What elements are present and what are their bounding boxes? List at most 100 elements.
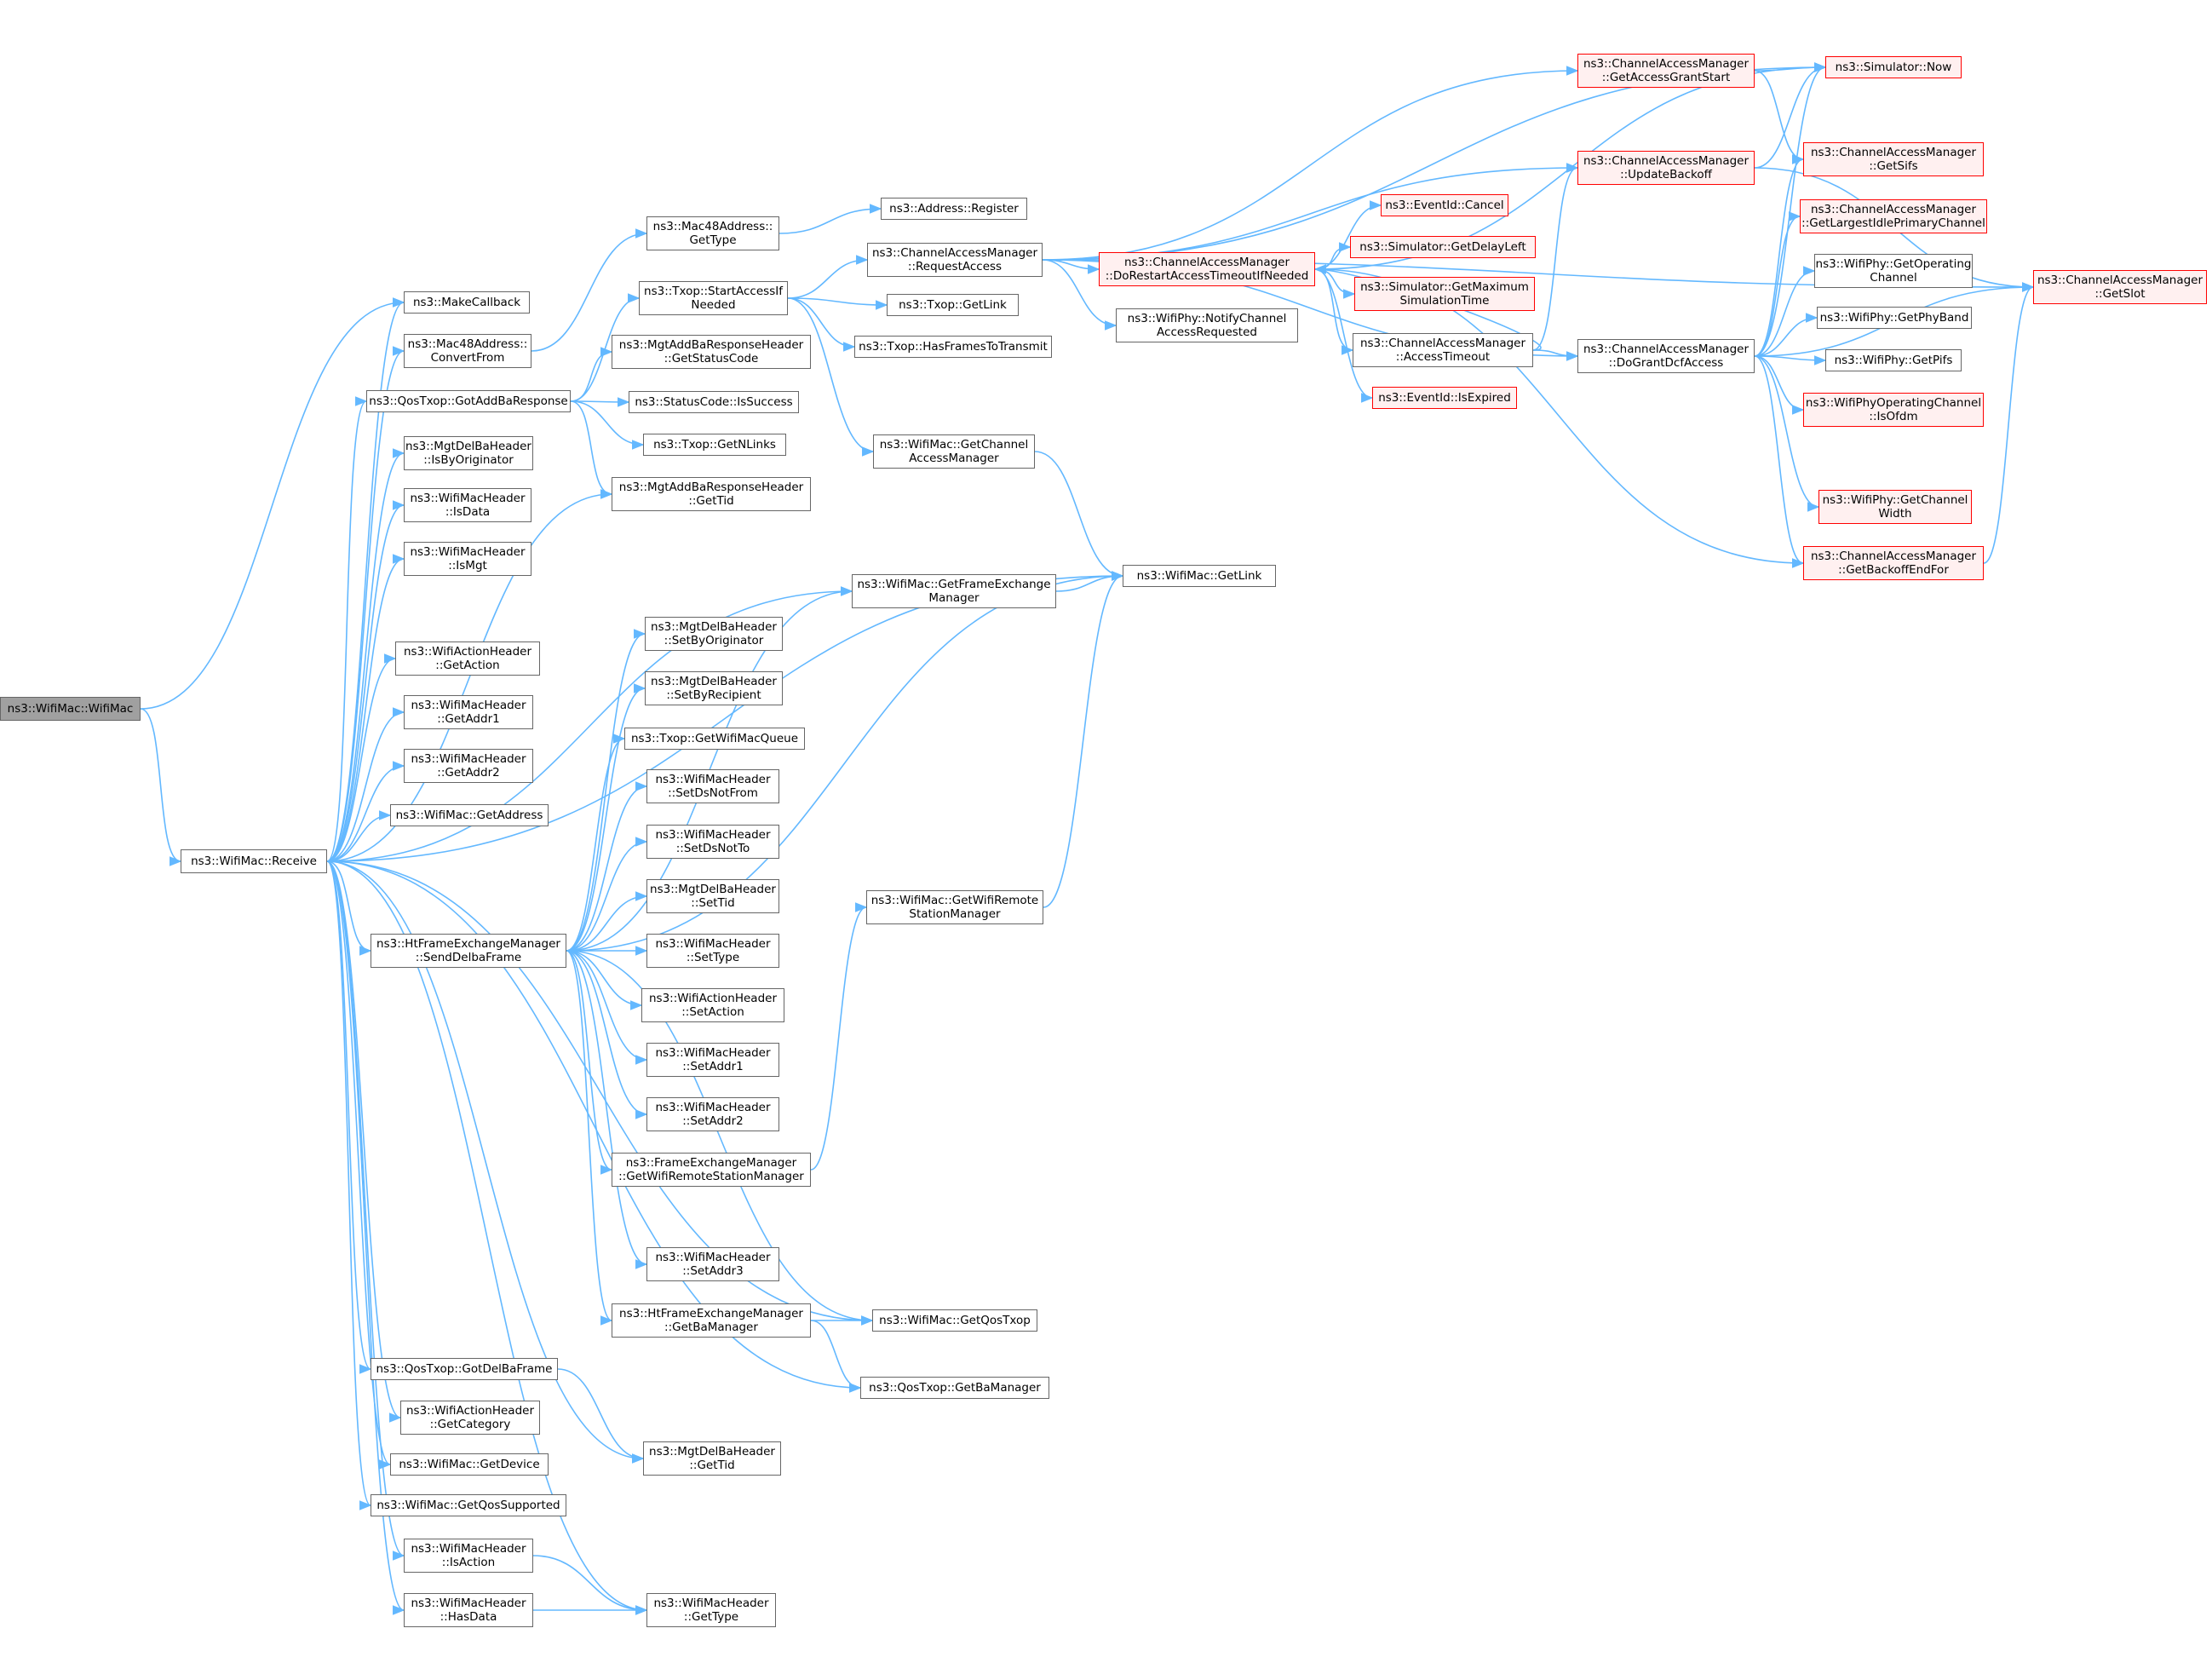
edge-gotaddba-to-addbagettid — [570, 400, 613, 499]
edge-receive-to-getfem — [326, 586, 853, 862]
node-setbyrecip[interactable]: ns3::MgtDelBaHeader ::SetByRecipient — [645, 671, 783, 705]
edge-root-to-makecallback — [140, 297, 405, 710]
node-getcam[interactable]: ns3::WifiMac::GetChannel AccessManager — [873, 434, 1035, 469]
node-setaddr2[interactable]: ns3::WifiMacHeader ::SetAddr2 — [646, 1097, 779, 1131]
edge-receive-to-machdrgettype — [326, 860, 648, 1615]
node-getqossupp[interactable]: ns3::WifiMac::GetQosSupported — [371, 1494, 566, 1516]
edge-dogrant-to-getsifs — [1754, 154, 1805, 357]
edge-receive-to-convertfrom — [326, 346, 405, 862]
node-setaddr3[interactable]: ns3::WifiMacHeader ::SetAddr3 — [646, 1247, 779, 1281]
node-getdelayleft[interactable]: ns3::Simulator::GetDelayLeft — [1350, 236, 1536, 258]
edge-senddelba-to-htgetbamgr — [566, 950, 613, 1326]
edge-receive-to-gotaddba — [326, 396, 368, 862]
node-getchanwidth[interactable]: ns3::WifiPhy::GetChannel Width — [1818, 490, 1972, 524]
node-getslot[interactable]: ns3::ChannelAccessManager ::GetSlot — [2033, 270, 2207, 304]
node-makecallback[interactable]: ns3::MakeCallback — [404, 291, 530, 314]
node-dorestart[interactable]: ns3::ChannelAccessManager ::DoRestartAcc… — [1099, 252, 1315, 286]
node-setaction[interactable]: ns3::WifiActionHeader ::SetAction — [641, 988, 784, 1022]
node-getaction[interactable]: ns3::WifiActionHeader ::GetAction — [395, 642, 540, 676]
node-gotaddba[interactable]: ns3::QosTxop::GotAddBaResponse — [366, 390, 571, 412]
edge-senddelba-to-setaction — [566, 950, 643, 1010]
edge-getbackoffend-to-getslot — [1983, 282, 2035, 564]
node-qosgetbamgr[interactable]: ns3::QosTxop::GetBaManager — [860, 1377, 1049, 1399]
node-isaction[interactable]: ns3::WifiMacHeader ::IsAction — [404, 1539, 533, 1573]
node-addrregister[interactable]: ns3::Address::Register — [881, 198, 1027, 220]
node-dogrant[interactable]: ns3::ChannelAccessManager ::DoGrantDcfAc… — [1577, 339, 1755, 373]
edge-receive-to-senddelba — [326, 860, 372, 956]
node-delbasettid[interactable]: ns3::MgtDelBaHeader ::SetTid — [646, 879, 779, 913]
node-getcategory[interactable]: ns3::WifiActionHeader ::GetCategory — [400, 1401, 540, 1435]
node-simnow[interactable]: ns3::Simulator::Now — [1825, 56, 1962, 78]
node-isdata[interactable]: ns3::WifiMacHeader ::IsData — [404, 488, 531, 522]
node-receive[interactable]: ns3::WifiMac::Receive — [181, 849, 327, 873]
node-senddelba[interactable]: ns3::HtFrameExchangeManager ::SendDelbaF… — [371, 934, 566, 968]
edge-receive-to-isbyorig — [326, 448, 405, 862]
node-setaddr1[interactable]: ns3::WifiMacHeader ::SetAddr1 — [646, 1043, 779, 1077]
edge-senddelba-to-getwifimacqueue — [566, 734, 626, 952]
node-delbagettid[interactable]: ns3::MgtDelBaHeader ::GetTid — [643, 1441, 781, 1476]
edge-receive-to-getdevice — [326, 860, 392, 1470]
node-getaddr1[interactable]: ns3::WifiMacHeader ::GetAddr1 — [404, 695, 533, 729]
node-getmaxsim[interactable]: ns3::Simulator::GetMaximum SimulationTim… — [1354, 277, 1535, 311]
node-notifychan[interactable]: ns3::WifiPhy::NotifyChannel AccessReques… — [1116, 308, 1298, 342]
node-hasdata[interactable]: ns3::WifiMacHeader ::HasData — [404, 1593, 533, 1627]
node-setdsnotto[interactable]: ns3::WifiMacHeader ::SetDsNotTo — [646, 825, 779, 859]
node-getphyband[interactable]: ns3::WifiPhy::GetPhyBand — [1817, 307, 1972, 329]
node-getnlinks[interactable]: ns3::Txop::GetNLinks — [643, 434, 786, 456]
node-getdevice[interactable]: ns3::WifiMac::GetDevice — [390, 1453, 549, 1476]
node-updatebackoff[interactable]: ns3::ChannelAccessManager ::UpdateBackof… — [1577, 151, 1755, 185]
node-getstatuscode[interactable]: ns3::MgtAddBaResponseHeader ::GetStatusC… — [612, 335, 811, 369]
edge-accesstimeout-to-dogrant — [1532, 349, 1579, 361]
edge-senddelba-to-setdsnotto — [566, 837, 648, 952]
node-getfem[interactable]: ns3::WifiMac::GetFrameExchange Manager — [852, 574, 1056, 608]
node-settype[interactable]: ns3::WifiMacHeader ::SetType — [646, 934, 779, 968]
edge-senddelba-to-setbyrecip — [566, 683, 646, 952]
node-getaddress[interactable]: ns3::WifiMac::GetAddress — [390, 804, 549, 826]
edge-receive-to-addbagettid — [326, 489, 613, 862]
edge-accesstimeout-to-updatebackoff — [1532, 163, 1579, 351]
node-gotdelba[interactable]: ns3::QosTxop::GotDelBaFrame — [371, 1358, 558, 1380]
node-accesstimeout[interactable]: ns3::ChannelAccessManager ::AccessTimeou… — [1353, 333, 1533, 367]
node-getsifs[interactable]: ns3::ChannelAccessManager ::GetSifs — [1803, 142, 1984, 176]
node-issuccess[interactable]: ns3::StatusCode::IsSuccess — [629, 391, 799, 413]
node-getaccessgrant[interactable]: ns3::ChannelAccessManager ::GetAccessGra… — [1577, 54, 1755, 88]
node-root[interactable]: ns3::WifiMac::WifiMac — [0, 697, 141, 721]
node-hasframes[interactable]: ns3::Txop::HasFramesToTransmit — [854, 336, 1052, 358]
edge-receive-to-getqostxop — [326, 860, 874, 1326]
node-isbyorig[interactable]: ns3::MgtDelBaHeader ::IsByOriginator — [404, 436, 533, 470]
edge-receive-to-getaction — [326, 653, 397, 862]
edge-dorestart-to-getmaxsim — [1314, 268, 1356, 299]
edge-dorestart-to-isexpired — [1314, 268, 1374, 403]
node-setdsnotfrom[interactable]: ns3::WifiMacHeader ::SetDsNotFrom — [646, 769, 779, 803]
node-getaddr2[interactable]: ns3::WifiMacHeader ::GetAddr2 — [404, 749, 533, 783]
edge-getcam-to-macgetlink — [1034, 451, 1124, 581]
node-fem-getrsm[interactable]: ns3::FrameExchangeManager ::GetWifiRemot… — [612, 1153, 811, 1187]
edge-requestaccess-to-getaccessgrant — [1042, 66, 1579, 261]
node-getbackoffend[interactable]: ns3::ChannelAccessManager ::GetBackoffEn… — [1803, 546, 1984, 580]
node-startaccess[interactable]: ns3::Txop::StartAccessIf Needed — [639, 281, 788, 315]
node-machdrgettype[interactable]: ns3::WifiMacHeader ::GetType — [646, 1593, 776, 1627]
node-addbagettid[interactable]: ns3::MgtAddBaResponseHeader ::GetTid — [612, 477, 811, 511]
node-ismgt[interactable]: ns3::WifiMacHeader ::IsMgt — [404, 542, 531, 576]
edge-senddelba-to-delbasettid — [566, 891, 648, 952]
node-txopgetlink[interactable]: ns3::Txop::GetLink — [887, 294, 1019, 316]
node-getpifs[interactable]: ns3::WifiPhy::GetPifs — [1825, 349, 1962, 371]
node-isofdm[interactable]: ns3::WifiPhyOperatingChannel ::IsOfdm — [1803, 393, 1984, 427]
node-getwifimacqueue[interactable]: ns3::Txop::GetWifiMacQueue — [624, 728, 805, 750]
node-macgetlink[interactable]: ns3::WifiMac::GetLink — [1123, 565, 1276, 587]
node-isexpired[interactable]: ns3::EventId::IsExpired — [1372, 387, 1517, 409]
node-htgetbamgr[interactable]: ns3::HtFrameExchangeManager ::GetBaManag… — [612, 1303, 811, 1338]
node-getopchan[interactable]: ns3::WifiPhy::GetOperating Channel — [1814, 254, 1973, 288]
edge-dorestart-to-getdelayleft — [1314, 242, 1352, 270]
node-getqostxop[interactable]: ns3::WifiMac::GetQosTxop — [872, 1309, 1037, 1332]
edge-dogrant-to-getphyband — [1754, 313, 1818, 357]
edge-receive-to-isdata — [326, 500, 405, 862]
node-convertfrom[interactable]: ns3::Mac48Address:: ConvertFrom — [404, 334, 531, 368]
node-mac48gettype[interactable]: ns3::Mac48Address:: GetType — [646, 216, 779, 250]
node-getlargest[interactable]: ns3::ChannelAccessManager ::GetLargestId… — [1800, 199, 1987, 233]
node-setbyorig[interactable]: ns3::MgtDelBaHeader ::SetByOriginator — [645, 617, 783, 651]
edge-dogrant-to-isofdm — [1754, 355, 1805, 415]
node-macgetrsm[interactable]: ns3::WifiMac::GetWifiRemote StationManag… — [866, 890, 1043, 924]
node-eventcancel[interactable]: ns3::EventId::Cancel — [1381, 194, 1508, 216]
node-requestaccess[interactable]: ns3::ChannelAccessManager ::RequestAcces… — [867, 243, 1043, 277]
